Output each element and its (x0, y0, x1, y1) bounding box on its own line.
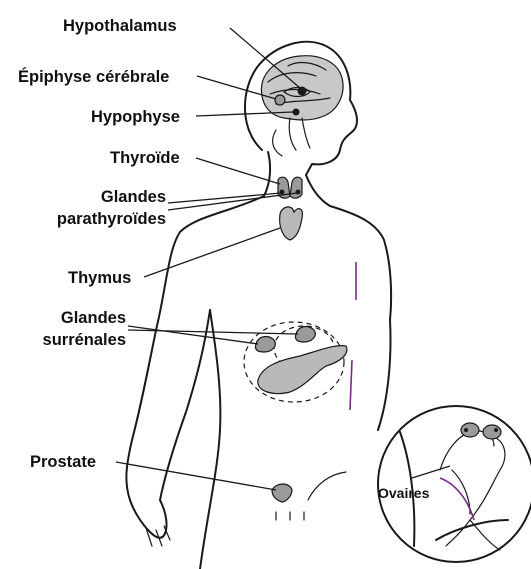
ovary-right (483, 425, 501, 439)
parathyroid-gland (280, 190, 285, 195)
label-parathyroides-line1: Glandes (101, 188, 166, 206)
adrenal-gland-right (295, 327, 315, 342)
pineal-gland (275, 95, 285, 105)
label-epiphyse: Épiphyse cérébrale (18, 67, 169, 86)
brain-illustration (261, 56, 343, 156)
label-ovaires: Ovaires (378, 485, 430, 501)
neck-glands (278, 177, 302, 240)
thyroid-right-lobe (290, 177, 302, 198)
label-parathyroides-line2: parathyroïdes (57, 210, 166, 228)
label-surrenales-line2: surrénales (43, 331, 126, 349)
label-thymus: Thymus (68, 269, 131, 287)
label-hypothalamus: Hypothalamus (63, 17, 177, 35)
adrenal-gland-left (255, 337, 275, 352)
pituitary-gland (293, 109, 300, 116)
labels: Hypothalamus Épiphyse cérébrale Hypophys… (18, 17, 430, 501)
label-prostate: Prostate (30, 453, 96, 471)
label-surrenales-line1: Glandes (61, 309, 126, 327)
thymus-gland (280, 207, 303, 240)
ovaries-inset (378, 406, 531, 562)
prostate-gland (272, 484, 292, 502)
ovary-left (461, 423, 479, 437)
label-hypophyse: Hypophyse (91, 108, 180, 126)
label-thyroide: Thyroïde (110, 149, 180, 167)
